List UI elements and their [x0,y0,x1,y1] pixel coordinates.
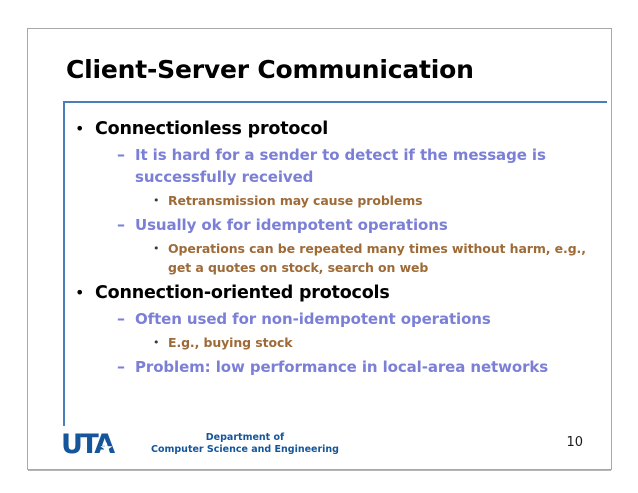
bullet-item-level-2: –Often used for non-idempotent operation… [117,308,607,330]
bullet-item-level-2: –It is hard for a sender to detect if th… [117,144,607,188]
bullet-text: Retransmission may cause problems [168,193,423,208]
bullet-text: Connectionless protocol [95,119,329,139]
dash-marker-icon: – [117,357,125,376]
page-title: Client-Server Communication [66,55,474,84]
dash-marker-icon: – [117,309,125,328]
uta-logo: UTA ★ [61,429,115,460]
dot-marker-icon: • [153,336,160,349]
slide-footer: UTA ★ Department of Computer Science and… [28,427,611,471]
page-number: 10 [566,435,583,450]
bullet-text: Connection-oriented protocols [95,283,390,303]
bullet-item-level-3: • Retransmission may cause problems [153,191,607,211]
bullet-text: Problem: low performance in local-area n… [135,358,549,376]
bullet-item-level-2: –Usually ok for idempotent operations [117,214,607,236]
dash-marker-icon: – [117,145,125,164]
bullet-item-level-1: • Connectionless protocol [75,117,607,141]
slide-content-body: •Connectionless protocol–It is hard for … [63,101,607,426]
dash-marker-icon: – [117,215,125,234]
bullet-text: Often used for non-idempotent operations [135,310,491,328]
bullet-item-level-3: • E.g., buying stock [153,333,607,353]
slide-frame: Client-Server Communication • Connectionl… [27,28,612,471]
dot-marker-icon: • [153,194,160,207]
bullet-item-level-1: • Connection-oriented protocols [75,281,607,305]
bullet-text: E.g., buying stock [168,335,293,350]
footer-divider [28,470,611,471]
bullet-text: Usually ok for idempotent operations [135,216,448,234]
bullet-item-level-2: –Problem: low performance in local-area … [117,356,607,378]
star-icon: ★ [99,439,114,457]
department-name: Department of Computer Science and Engin… [135,432,355,455]
dot-marker-icon: • [75,119,85,138]
bullet-item-level-3: • Operations can be repeated many times w… [153,239,607,277]
dot-marker-icon: • [153,242,160,255]
uta-wordmark: UTA [61,429,115,460]
department-line-1: Department of [205,432,285,443]
department-line-2: Computer Science and Engineering [150,443,339,455]
bullet-text: Operations can be repeated many times wi… [168,241,586,275]
bullet-text: It is hard for a sender to detect if the… [135,146,546,186]
dot-marker-icon: • [75,283,85,302]
